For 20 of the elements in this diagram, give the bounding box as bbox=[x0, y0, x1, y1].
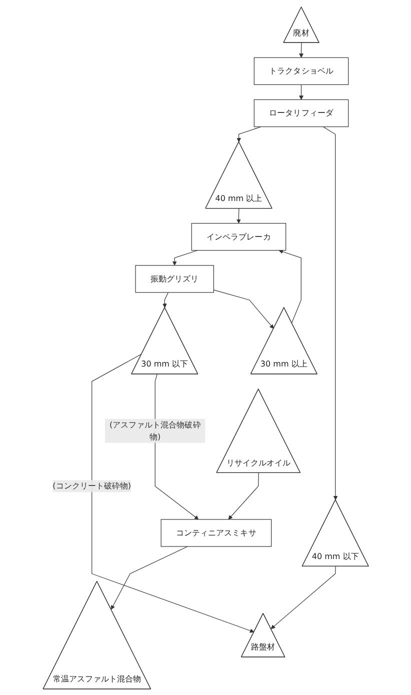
arrow bbox=[110, 546, 188, 610]
arrow bbox=[298, 84, 304, 100]
arrow bbox=[213, 289, 274, 328]
arrow bbox=[298, 42, 304, 58]
arrow bbox=[278, 249, 302, 323]
arrow bbox=[322, 126, 338, 500]
node-box: コンティニアスミキサ bbox=[160, 518, 272, 546]
arrow bbox=[91, 353, 254, 632]
arrow bbox=[228, 472, 259, 520]
node-box: 振動グリズリ bbox=[134, 264, 214, 292]
node-box: インペラブレーカ bbox=[191, 222, 286, 250]
node-box: ロータリフィーダ bbox=[254, 98, 348, 127]
node-box: トラクタショベル bbox=[254, 56, 348, 84]
arrow bbox=[162, 292, 168, 308]
edge-label: (コンクリート破砕物) bbox=[52, 480, 131, 490]
arrow bbox=[236, 208, 241, 224]
arrow bbox=[236, 126, 262, 142]
arrow bbox=[270, 566, 336, 629]
arrow bbox=[172, 250, 198, 266]
edge-label: (アスファルト混合物破砕物) bbox=[109, 419, 200, 441]
